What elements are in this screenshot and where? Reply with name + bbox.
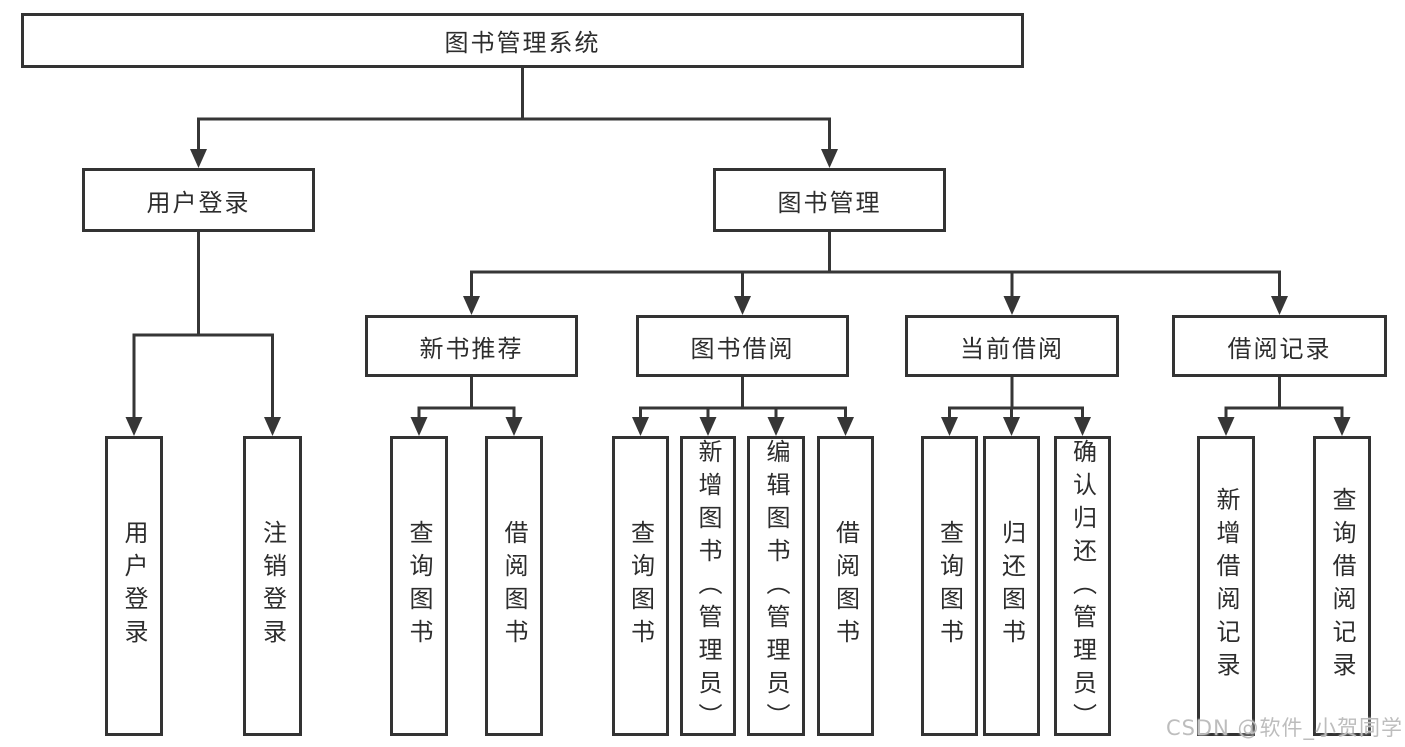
watermark: CSDN @软件_小贺同学 (1165, 716, 1403, 740)
node-label-leaf-logout: 注销登录 (258, 520, 287, 652)
arrowhead-icon (734, 296, 751, 315)
node-leaf-add-books: 新增图书（管理员） (680, 436, 736, 736)
node-label-root: 图书管理系统 (444, 29, 601, 57)
node-label-leaf-borrow-books-2: 借阅图书 (831, 520, 860, 652)
node-label-new-book-recommend: 新书推荐 (419, 334, 524, 363)
arrowhead-icon (941, 417, 958, 436)
node-book-management: 图书管理 (713, 168, 946, 232)
node-label-leaf-user-login: 用户登录 (120, 520, 148, 652)
node-current-borrowing: 当前借阅 (905, 315, 1119, 377)
arrowhead-icon (1003, 296, 1021, 315)
node-user-login: 用户登录 (82, 168, 315, 232)
node-leaf-edit-books: 编辑图书（管理员） (747, 436, 805, 736)
node-borrowing-records: 借阅记录 (1172, 315, 1387, 377)
node-label-leaf-query-books-2: 查询图书 (626, 520, 655, 652)
node-leaf-user-login: 用户登录 (105, 436, 163, 736)
node-label-leaf-query-books-1: 查询图书 (405, 520, 433, 652)
node-leaf-borrow-books-2: 借阅图书 (817, 436, 874, 736)
node-book-borrowing: 图书借阅 (636, 315, 849, 377)
arrowhead-icon (632, 417, 649, 436)
node-leaf-confirm-return: 确认归还（管理员） (1054, 436, 1111, 736)
arrowhead-icon (463, 296, 480, 315)
node-label-borrowing-records: 借阅记录 (1227, 334, 1332, 363)
arrowhead-icon (1271, 296, 1288, 315)
node-label-current-borrowing: 当前借阅 (960, 334, 1064, 363)
node-label-leaf-return-books: 归还图书 (997, 520, 1026, 652)
arrowhead-icon (1333, 417, 1351, 436)
node-label-leaf-query-books-3: 查询图书 (935, 520, 964, 652)
node-label-book-borrowing: 图书借阅 (690, 334, 795, 363)
node-leaf-borrow-books-1: 借阅图书 (485, 436, 543, 736)
arrowhead-icon (264, 417, 281, 436)
node-label-leaf-add-books: 新增图书（管理员） (694, 439, 722, 736)
node-label-user-login: 用户登录 (146, 188, 251, 217)
node-label-leaf-add-borrow-record: 新增借阅记录 (1212, 487, 1240, 685)
arrowhead-icon (699, 417, 717, 436)
node-label-leaf-borrow-books-1: 借阅图书 (500, 520, 528, 652)
node-root: 图书管理系统 (21, 13, 1024, 68)
node-leaf-query-books-1: 查询图书 (390, 436, 448, 736)
node-leaf-return-books: 归还图书 (983, 436, 1040, 736)
arrowhead-icon (1003, 417, 1020, 436)
node-leaf-query-books-3: 查询图书 (921, 436, 978, 736)
arrowhead-icon (767, 417, 785, 436)
arrowhead-icon (821, 149, 838, 168)
node-leaf-add-borrow-record: 新增借阅记录 (1197, 436, 1255, 736)
node-leaf-query-books-2: 查询图书 (612, 436, 669, 736)
node-label-leaf-edit-books: 编辑图书（管理员） (762, 439, 790, 736)
node-label-leaf-confirm-return: 确认归还（管理员） (1068, 439, 1097, 736)
arrowhead-icon (837, 417, 854, 436)
node-label-book-management: 图书管理 (777, 188, 882, 217)
node-leaf-logout: 注销登录 (243, 436, 302, 736)
arrowhead-icon (1074, 417, 1091, 436)
node-label-leaf-query-borrow-record: 查询借阅记录 (1328, 487, 1356, 685)
node-new-book-recommend: 新书推荐 (365, 315, 578, 377)
arrowhead-icon (1217, 417, 1235, 436)
arrowhead-icon (125, 417, 143, 436)
arrowhead-icon (505, 417, 523, 436)
arrowhead-icon (190, 149, 207, 168)
node-leaf-query-borrow-record: 查询借阅记录 (1313, 436, 1371, 736)
arrowhead-icon (410, 417, 428, 436)
